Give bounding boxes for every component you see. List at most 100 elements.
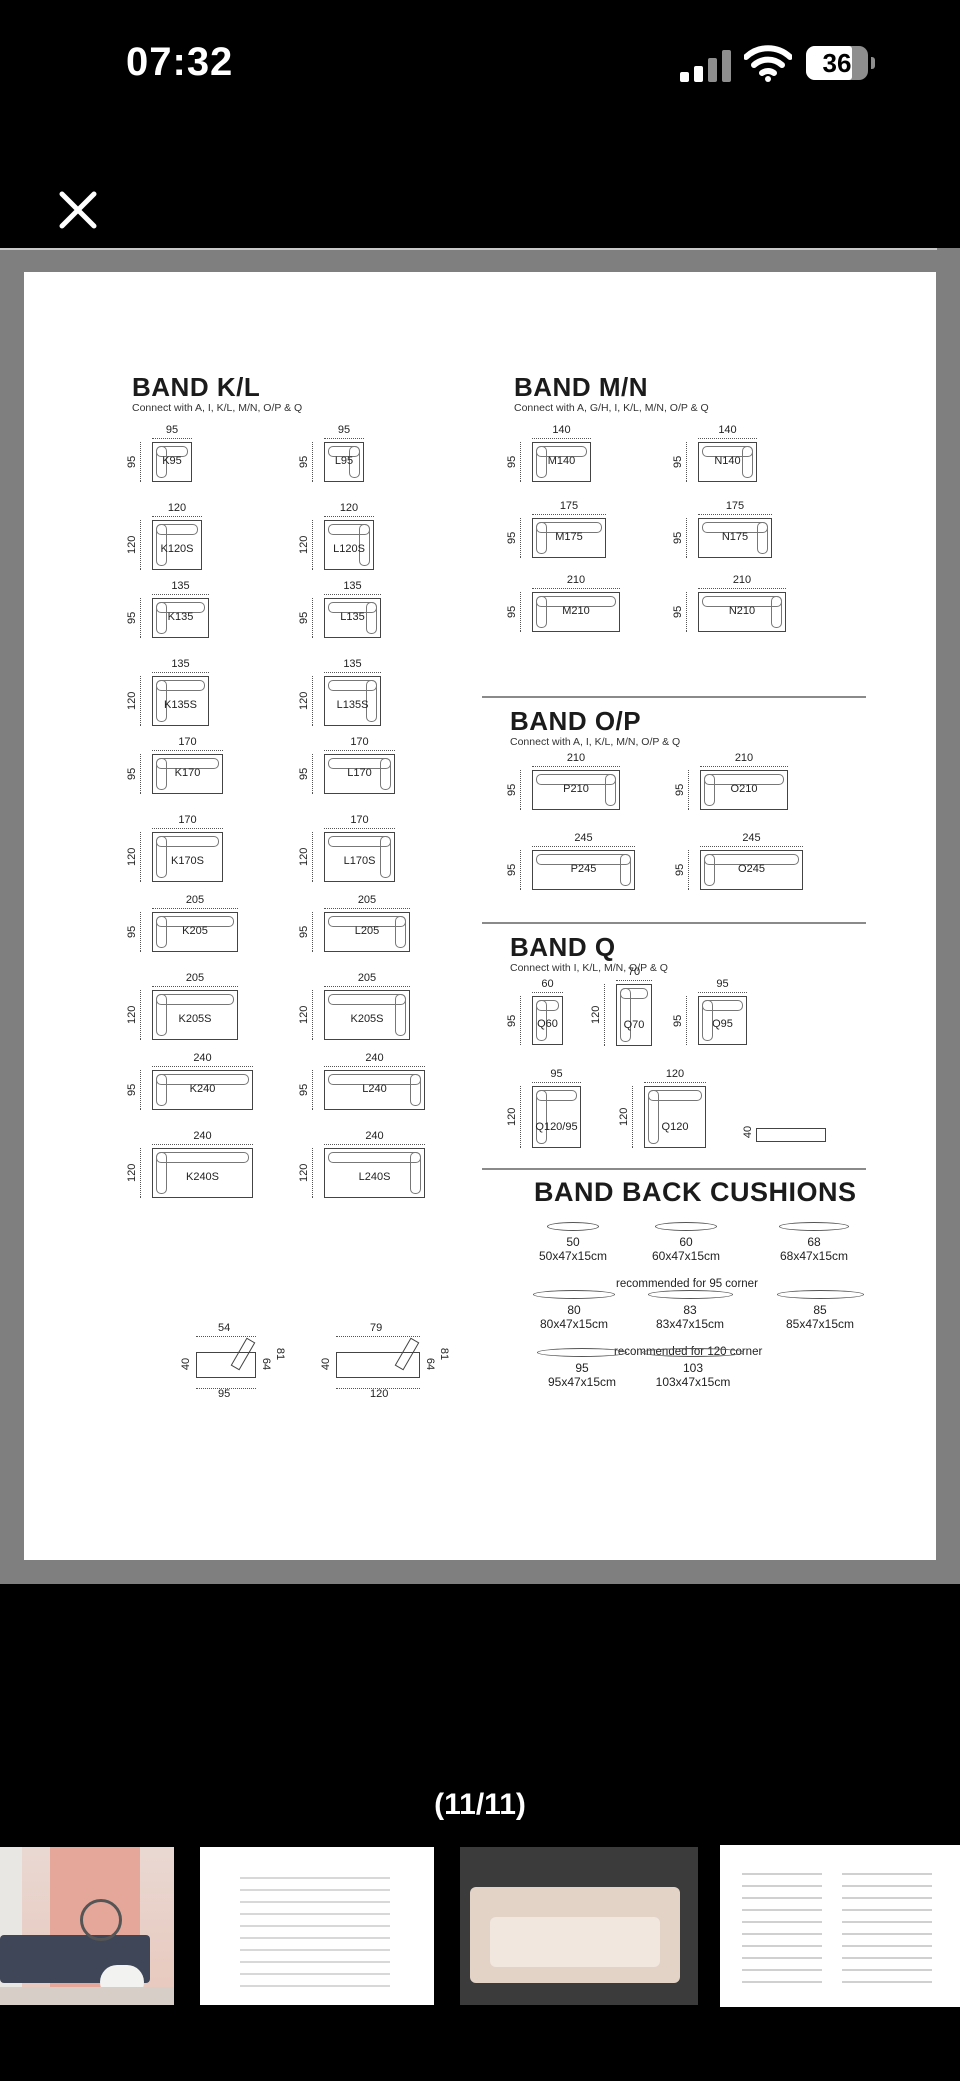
module-name: K240 <box>189 1083 216 1095</box>
module-depth-label: 120 <box>126 990 141 1040</box>
battery-icon: 36 <box>806 46 875 80</box>
module-depth-label: 120 <box>298 520 313 570</box>
module-outline: P210 <box>532 770 620 810</box>
module-outline: K95 <box>152 442 192 482</box>
module-width-label: 170 <box>324 814 395 829</box>
module-outline: L170S <box>324 832 395 882</box>
module-width-label: 120 <box>324 502 374 517</box>
close-x-icon[interactable] <box>56 188 100 232</box>
q-side-profile: 40 <box>742 1122 828 1148</box>
module-outline: Q120/95 <box>532 1086 581 1148</box>
module-width-label: 205 <box>152 894 238 909</box>
module-width-label: 240 <box>152 1052 253 1067</box>
side-back-label: 81 <box>274 1347 287 1361</box>
module-name: K135S <box>163 699 198 711</box>
module-depth-label: 120 <box>298 832 313 882</box>
module-depth-label: 95 <box>672 518 687 558</box>
module-depth-label: 95 <box>672 442 687 482</box>
module-name: P245 <box>570 863 597 875</box>
band-op-subtitle: Connect with A, I, K/L, M/N, O/P & Q <box>510 736 681 748</box>
cellular-signal-icon <box>680 50 732 82</box>
module-depth-label: 120 <box>126 676 141 726</box>
module-name: K120S <box>160 543 194 555</box>
side-height-label: 40 <box>320 1357 333 1371</box>
row1-note: recommended for 95 corner <box>616 1278 758 1290</box>
module-name: Q95 <box>712 1018 733 1030</box>
module-name: P210 <box>563 783 589 795</box>
image-viewer[interactable]: BAND K/L Connect with A, I, K/L, M/N, O/… <box>0 248 960 1584</box>
section-divider <box>482 1168 866 1170</box>
module-outline: Q120 <box>644 1086 706 1148</box>
module-depth-label: 95 <box>126 754 141 794</box>
module-width-label: 175 <box>532 500 606 515</box>
section-divider <box>482 922 866 924</box>
module-width-label: 210 <box>700 752 788 767</box>
module-outline: L205 <box>324 912 410 952</box>
module-outline: L95 <box>324 442 364 482</box>
module-name: L205 <box>354 925 380 937</box>
module-outline: M140 <box>532 442 591 482</box>
module-k240: 240 95 K240 <box>126 1052 253 1110</box>
module-name: Q70 <box>623 1019 645 1031</box>
module-width-label: 210 <box>532 752 620 767</box>
thumb-living-room[interactable] <box>0 1847 174 2005</box>
module-n210: 210 95 N210 <box>672 574 786 632</box>
status-bar: 07:32 36 <box>0 0 960 130</box>
module-outline: K205S <box>152 990 238 1040</box>
module-depth-label: 95 <box>506 770 521 810</box>
module-width-label: 210 <box>698 574 786 589</box>
thumb-sofa-detail[interactable] <box>460 1847 698 2005</box>
module-name: K205S <box>178 1013 212 1025</box>
module-outline: K170 <box>152 754 223 794</box>
module-outline: Q70 <box>616 984 652 1046</box>
module-depth-label: 95 <box>672 996 687 1045</box>
module-depth-label: 120 <box>590 984 605 1046</box>
module-name: L135S <box>336 699 369 711</box>
module-outline: K135 <box>152 598 209 638</box>
module-name: K205 <box>182 925 208 937</box>
module-outline: O245 <box>700 850 803 890</box>
module-width-label: 240 <box>324 1052 425 1067</box>
module-outline: L135 <box>324 598 381 638</box>
side-seat-label: 64 <box>260 1357 273 1371</box>
thumb-dimension-sheet[interactable] <box>720 1845 960 2007</box>
thumb-brochure-page[interactable] <box>200 1847 434 2005</box>
module-outline: K120S <box>152 520 202 570</box>
module-name: K205S <box>350 1013 384 1025</box>
module-name: O245 <box>738 863 765 875</box>
module-width-label: 135 <box>324 580 381 595</box>
module-name: M175 <box>555 531 583 543</box>
module-depth-label: 95 <box>672 592 687 632</box>
module-outline: L240S <box>324 1148 425 1198</box>
module-outline: N210 <box>698 592 786 632</box>
module-width-label: 120 <box>644 1068 706 1083</box>
module-width-label: 205 <box>324 972 410 987</box>
side-top-label: 54 <box>218 1322 231 1334</box>
module-p210: 210 95 P210 <box>506 752 620 810</box>
module-depth-label: 95 <box>126 1070 141 1110</box>
module-outline: M210 <box>532 592 620 632</box>
module-width-label: 245 <box>532 832 635 847</box>
module-name: K240S <box>185 1171 220 1183</box>
module-outline: K135S <box>152 676 209 726</box>
module-depth-label: 120 <box>298 676 313 726</box>
module-depth-label: 95 <box>298 912 313 952</box>
